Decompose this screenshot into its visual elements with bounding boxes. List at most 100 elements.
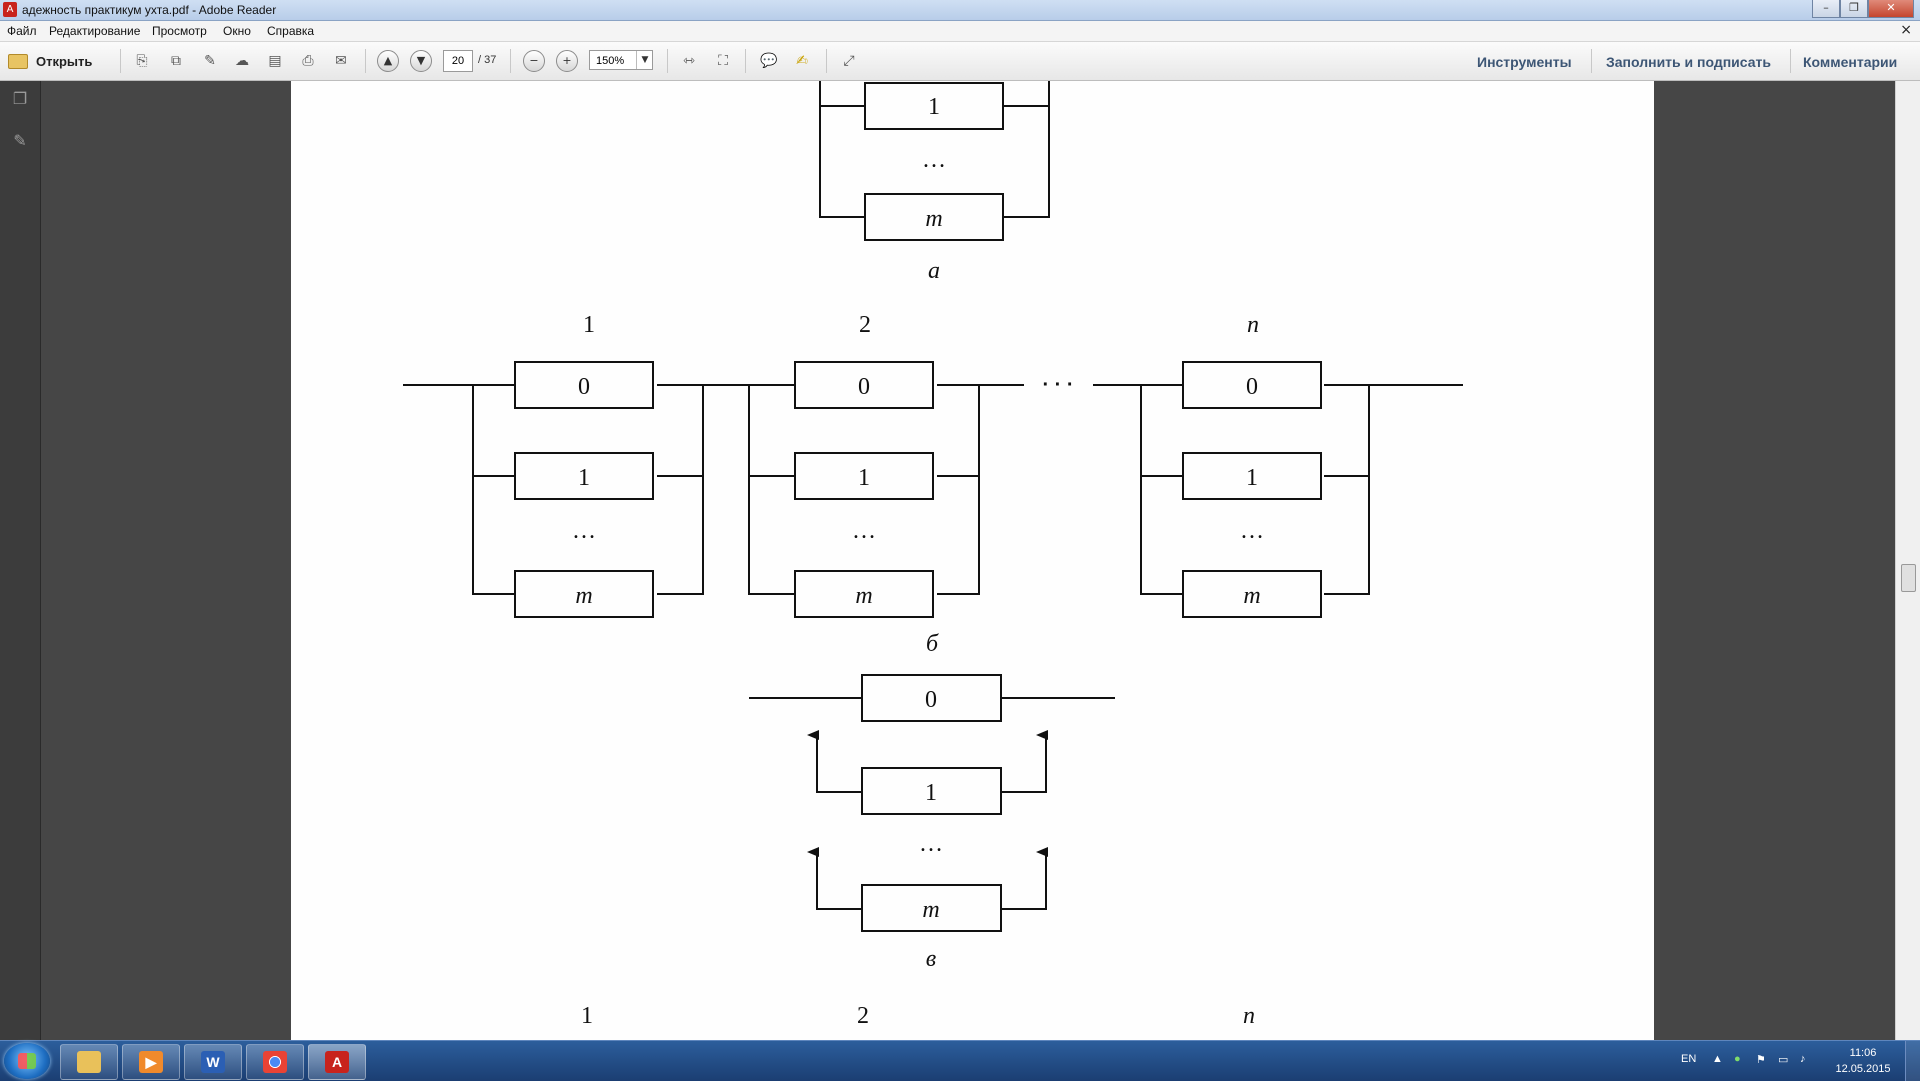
language-indicator[interactable]: EN: [1681, 1053, 1697, 1065]
toolbar-separator: [510, 49, 511, 73]
element-label: 0: [925, 687, 937, 713]
taskbar: ▶ W A EN ▲ ● ⚑ ▭ ♪ 11:06 12.05.2015: [0, 1040, 1920, 1081]
taskbar-explorer[interactable]: [60, 1044, 118, 1080]
zoom-input[interactable]: 150%: [589, 50, 653, 70]
title-bar: A адежность практикум ухта.pdf - Adobe R…: [0, 0, 1920, 21]
comment-icon[interactable]: 💬: [760, 53, 778, 69]
fullscreen-icon[interactable]: ⤢: [843, 53, 855, 69]
group-n: n 0 1 m …: [1140, 312, 1370, 618]
previous-page-icon[interactable]: ▲: [377, 50, 399, 72]
group-1: 1 0 1 m …: [472, 312, 704, 618]
element-label: 0: [578, 374, 590, 400]
media-player-icon: ▶: [139, 1051, 163, 1073]
menu-help[interactable]: Справка: [267, 24, 315, 38]
toolbar-separator: [826, 49, 827, 73]
taskbar-chrome[interactable]: [246, 1044, 304, 1080]
taskbar-media-player[interactable]: ▶: [122, 1044, 180, 1080]
network-icon[interactable]: ▭: [1778, 1054, 1789, 1066]
navigation-panel: ❐ ✎: [0, 81, 41, 1040]
zoom-out-icon[interactable]: −: [523, 50, 545, 72]
toolbar-separator: [120, 49, 121, 73]
start-button[interactable]: [4, 1043, 50, 1079]
page-number-input[interactable]: 20: [443, 50, 473, 72]
print-icon[interactable]: ⎙: [302, 53, 314, 69]
show-desktop-button[interactable]: [1905, 1041, 1920, 1081]
zoom-dropdown-icon[interactable]: ▼: [636, 51, 653, 69]
toolbar-separator: [1591, 49, 1592, 73]
zoom-in-icon[interactable]: +: [556, 50, 578, 72]
element-label: m: [575, 583, 592, 609]
element-label: 0: [858, 374, 870, 400]
vertical-scrollbar[interactable]: [1895, 81, 1920, 1040]
menu-window[interactable]: Окно: [223, 24, 251, 38]
ellipsis: …: [852, 518, 876, 544]
element-label: m: [925, 206, 942, 232]
next-diagram-headers: 1 2 n: [581, 1003, 1255, 1029]
element-label: 1: [928, 94, 940, 120]
pdf-page: 1 m … а · · · 1 0 1 m … 2: [291, 81, 1654, 1040]
clock[interactable]: 11:06 12.05.2015: [1831, 1045, 1895, 1077]
diagram-b: · · · 1 0 1 m … 2 0 1 m …: [403, 312, 1463, 657]
element-label: m: [922, 897, 939, 923]
window-title: адежность практикум ухта.pdf - Adobe Rea…: [22, 3, 277, 17]
ellipsis: …: [572, 518, 596, 544]
window-controls: – ❐ ✕: [1812, 0, 1914, 18]
cloud-upload-icon[interactable]: ☁: [235, 53, 249, 69]
clock-time: 11:06: [1849, 1047, 1877, 1059]
reliability-diagrams: 1 m … а · · · 1 0 1 m … 2: [403, 81, 1463, 1029]
document-close-icon[interactable]: ×: [1900, 22, 1912, 38]
clock-date: 12.05.2015: [1835, 1063, 1891, 1075]
pages-thumbnails-icon[interactable]: ❐: [12, 89, 28, 108]
taskbar-adobe-reader[interactable]: A: [308, 1044, 366, 1080]
attachments-icon[interactable]: ✎: [13, 131, 27, 150]
diagram-v: 0 1 m … в: [749, 674, 1115, 972]
open-button[interactable]: Открыть: [8, 50, 92, 72]
element-box: [864, 193, 1004, 241]
chrome-icon: [263, 1051, 287, 1073]
scrollbar-thumb[interactable]: [1901, 564, 1916, 592]
volume-icon[interactable]: ♪: [1800, 1053, 1806, 1065]
restore-button[interactable]: ❐: [1840, 0, 1868, 18]
windows-logo-icon: [18, 1053, 36, 1069]
toolbar-separator: [365, 49, 366, 73]
page-total: / 37: [478, 54, 497, 66]
ellipsis: …: [922, 147, 946, 173]
group-header: n: [1243, 1003, 1255, 1029]
tools-link[interactable]: Инструменты: [1477, 54, 1572, 70]
tray-expand-icon[interactable]: ▲: [1712, 1053, 1723, 1065]
menu-bar: Файл Редактирование Просмотр Окно Справк…: [0, 21, 1920, 42]
minimize-button[interactable]: –: [1812, 0, 1840, 18]
highlight-icon[interactable]: ✍: [796, 53, 808, 69]
window-close-button[interactable]: ✕: [1868, 0, 1914, 18]
fill-and-sign-link[interactable]: Заполнить и подписать: [1606, 54, 1771, 70]
create-pdf-icon[interactable]: ⎘: [136, 53, 148, 69]
comments-link[interactable]: Комментарии: [1803, 54, 1898, 70]
save-icon[interactable]: ▤: [268, 53, 282, 69]
element-label: 0: [1246, 374, 1258, 400]
toolbar: Открыть ⎘ ⧉ ✎ ☁ ▤ ⎙ ✉ ▲ ▼ 20 / 37 − + 15…: [0, 42, 1920, 81]
combine-files-icon[interactable]: ⧉: [171, 53, 181, 69]
caption-v: в: [926, 946, 936, 972]
toolbar-separator: [1790, 49, 1791, 73]
element-box: [864, 82, 1004, 130]
fit-width-icon[interactable]: ⇿: [683, 53, 695, 69]
ellipsis: …: [1240, 518, 1264, 544]
menu-edit[interactable]: Редактирование: [49, 24, 141, 38]
next-page-icon[interactable]: ▼: [410, 50, 432, 72]
taskbar-word[interactable]: W: [184, 1044, 242, 1080]
element-label: m: [855, 583, 872, 609]
fit-page-icon[interactable]: ⛶: [718, 53, 728, 69]
email-icon[interactable]: ✉: [335, 53, 347, 69]
menu-file[interactable]: Файл: [7, 24, 37, 38]
dots-between: · · ·: [1042, 374, 1073, 396]
caption-b: б: [926, 631, 939, 657]
element-label: 1: [578, 465, 590, 491]
menu-view[interactable]: Просмотр: [152, 24, 207, 38]
element-label: 1: [925, 780, 937, 806]
action-center-icon[interactable]: ⚑: [1756, 1054, 1766, 1066]
group-header: n: [1247, 312, 1259, 338]
word-icon: W: [201, 1051, 225, 1073]
antivirus-icon[interactable]: ●: [1734, 1053, 1741, 1065]
edit-pdf-icon[interactable]: ✎: [204, 53, 216, 69]
folder-icon: [77, 1051, 101, 1073]
